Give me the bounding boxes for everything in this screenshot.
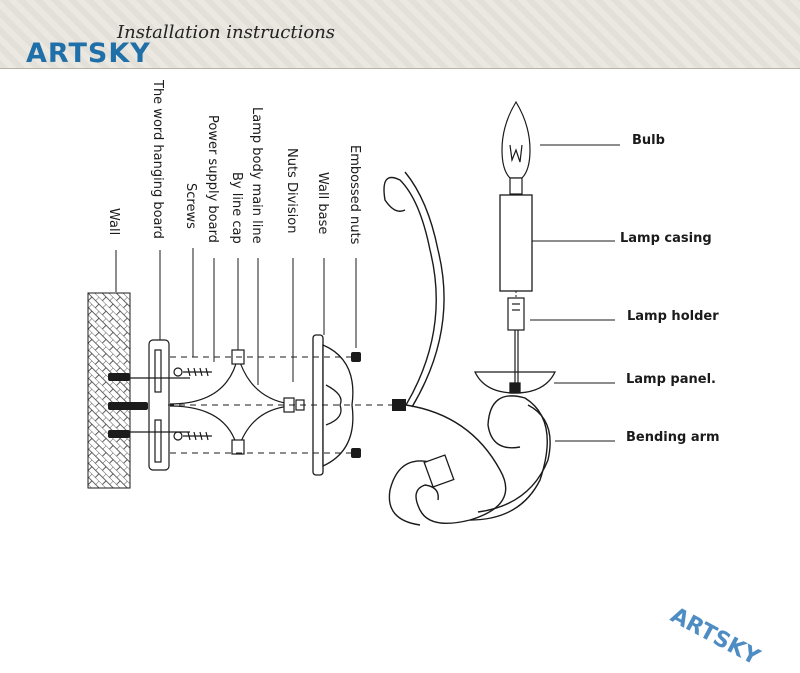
page-title: Installation instructions bbox=[117, 22, 336, 43]
screws-shape bbox=[173, 367, 212, 441]
label-nuts-division: Nuts Division bbox=[284, 148, 299, 234]
assembly-dashed-lines bbox=[168, 356, 392, 454]
bending-arm-shape bbox=[383, 171, 551, 526]
wall-shape bbox=[87, 292, 131, 489]
label-lamp-casing: Lamp casing bbox=[620, 231, 712, 246]
label-screws: Screws bbox=[183, 183, 198, 229]
lamp-holder-shape bbox=[507, 297, 525, 383]
label-lamp-holder: Lamp holder bbox=[627, 309, 719, 324]
label-hanging-board: The word hanging board bbox=[150, 80, 165, 239]
label-wall-base: Wall base bbox=[315, 172, 330, 235]
label-embossed-nuts: Embossed nuts bbox=[347, 145, 362, 245]
label-bending-arm: Bending arm bbox=[626, 430, 720, 445]
label-line-cap: By line cap bbox=[229, 172, 244, 244]
label-wall: Wall bbox=[106, 208, 121, 236]
hanging-board-shape bbox=[130, 339, 190, 471]
label-lamp-body-main-line: Lamp body main line bbox=[249, 107, 264, 244]
brand-logo: ARTSKY bbox=[26, 38, 151, 69]
header-band bbox=[0, 0, 800, 69]
left-leader-lines bbox=[115, 248, 357, 385]
label-bulb: Bulb bbox=[632, 133, 665, 148]
label-lamp-panel: Lamp panel. bbox=[626, 372, 716, 387]
label-power-supply-board: Power supply board bbox=[205, 115, 220, 243]
arm-connector-shape bbox=[392, 399, 406, 411]
right-leader-lines bbox=[530, 144, 620, 442]
power-supply-board-shape bbox=[169, 349, 291, 455]
bulb-shape bbox=[501, 100, 531, 195]
embossed-nuts-shape bbox=[351, 352, 361, 458]
anchor-screws bbox=[108, 373, 148, 438]
arm-clamp-shape bbox=[423, 454, 455, 488]
lamp-casing-shape bbox=[499, 194, 533, 292]
